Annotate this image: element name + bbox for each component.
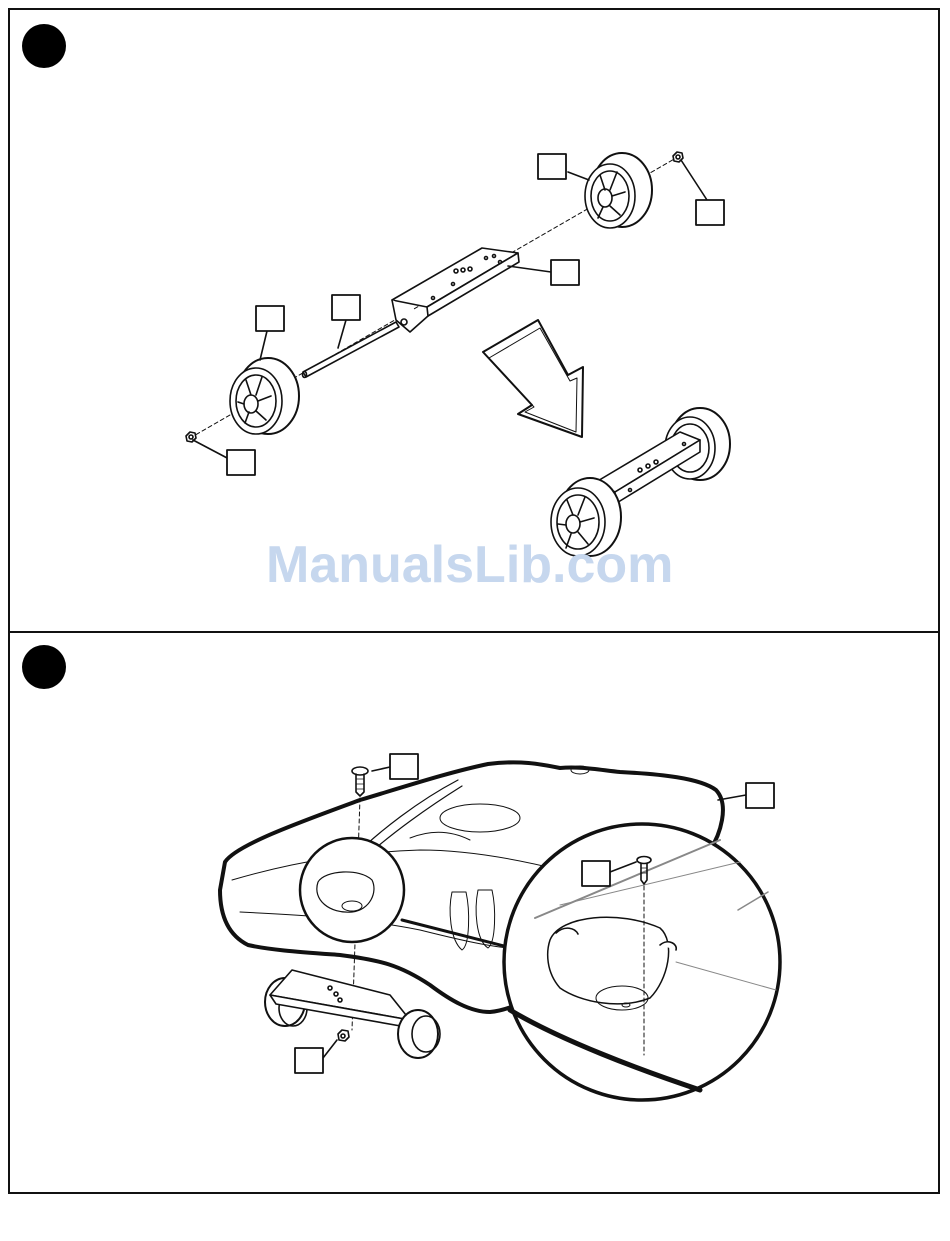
axle-under-body-icon: [265, 970, 440, 1058]
axle-bracket-icon: [392, 248, 519, 332]
callout-box: [227, 450, 255, 475]
callout-box: [582, 861, 610, 886]
cart-body-diagram: [220, 754, 780, 1100]
callout-box: [256, 306, 284, 331]
callout-box: [538, 154, 566, 179]
watermark-text: ManualsLib.com: [266, 535, 706, 595]
callout-box: [551, 260, 579, 285]
callout-box: [332, 295, 360, 320]
axle-rod-icon: [303, 322, 400, 378]
assembly-arrow-icon: [483, 320, 583, 437]
detail-magnifier-icon: [504, 824, 780, 1100]
nut-icon: [338, 1030, 349, 1041]
exploded-axle-diagram: [186, 152, 724, 475]
callout-box: [746, 783, 774, 808]
right-wheel-icon: [585, 153, 652, 228]
callout-box: [390, 754, 418, 779]
callout-box: [295, 1048, 323, 1073]
callout-box: [696, 200, 724, 225]
left-wheel-icon: [230, 358, 299, 434]
screw-icon: [352, 767, 368, 796]
